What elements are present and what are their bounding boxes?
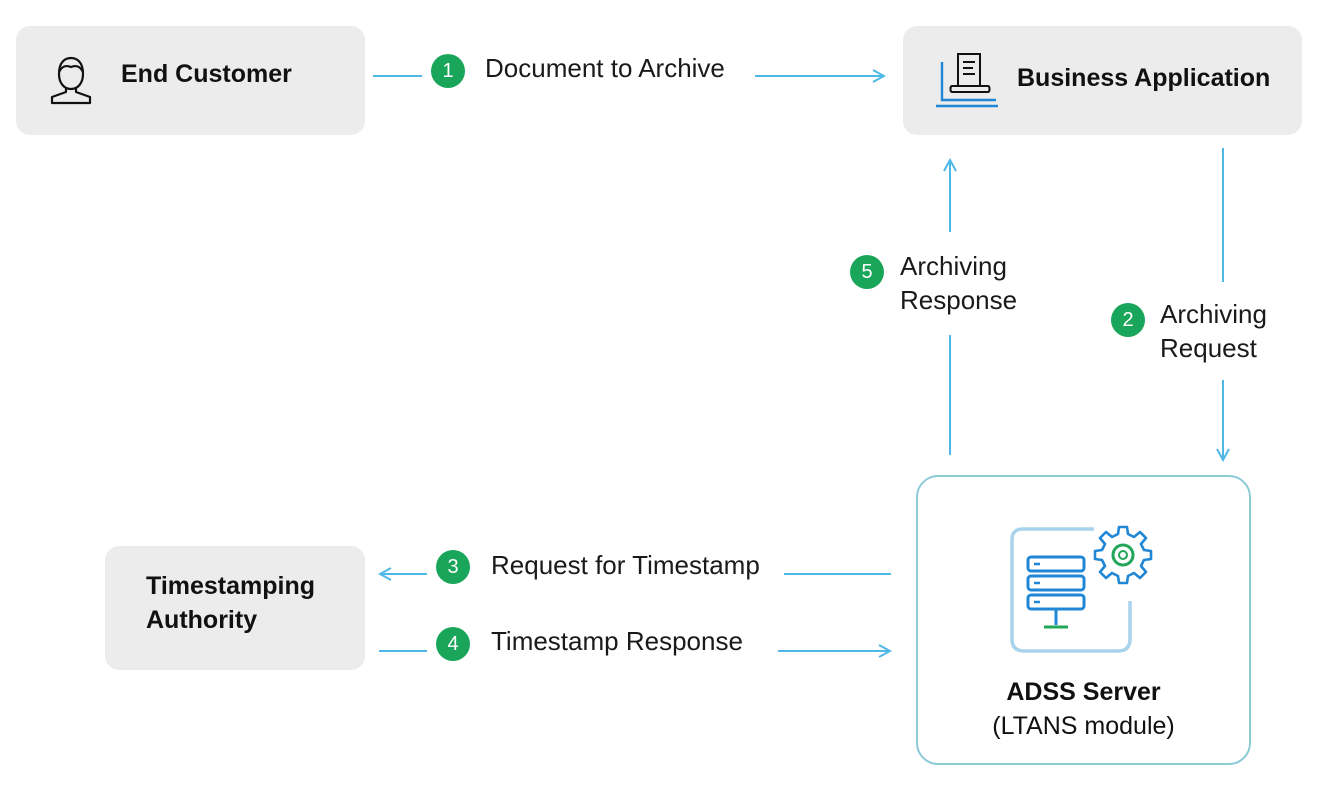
user-icon (46, 54, 96, 111)
step-2-badge: 2 (1111, 303, 1145, 337)
end-customer-label: End Customer (121, 60, 292, 88)
step-4-label: Timestamp Response (491, 626, 743, 656)
adss-server-subtitle: (LTANS module) (992, 712, 1175, 740)
end-customer-node: End Customer (16, 26, 365, 135)
step-2-label-line2: Request (1160, 333, 1257, 363)
step-3-label: Request for Timestamp (491, 550, 760, 580)
timestamping-authority-node: Timestamping Authority (105, 546, 365, 670)
business-application-label: Business Application (1017, 64, 1271, 92)
step-1-label: Document to Archive (485, 53, 725, 83)
step-3-badge: 3 (436, 550, 470, 584)
timestamping-authority-label-line1: Timestamping (146, 572, 316, 600)
step-5-label-line1: Archiving (900, 251, 1007, 281)
step-2-label-line1: Archiving (1160, 299, 1267, 329)
step-4-badge: 4 (436, 627, 470, 661)
timestamping-authority-label-line2: Authority (146, 606, 258, 634)
adss-server-node: ADSS Server (LTANS module) (916, 475, 1251, 765)
step-5-label-line2: Response (900, 285, 1018, 315)
adss-server-title: ADSS Server (1006, 678, 1161, 706)
business-application-node: Business Application (903, 26, 1302, 135)
step-5-badge: 5 (850, 255, 884, 289)
server-gear-icon (1006, 521, 1166, 666)
step-1-badge: 1 (431, 54, 465, 88)
application-icon (936, 50, 1000, 115)
